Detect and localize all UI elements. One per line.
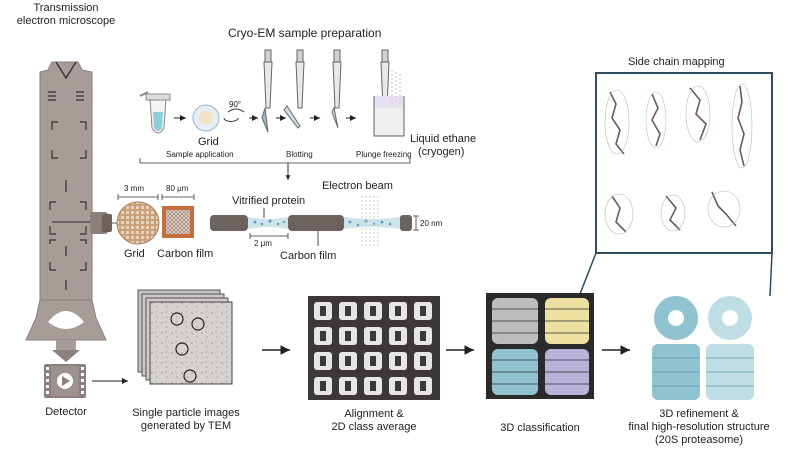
electron-beam [361, 196, 379, 246]
liquid-ethane-line2: (cryogen) [418, 146, 465, 158]
side-chain-title: Side chain mapping [628, 56, 725, 68]
grid-mesh [116, 201, 160, 245]
side-chain-box [579, 72, 773, 297]
step-blotting: Blotting [286, 150, 313, 159]
3d-classes [486, 293, 594, 399]
thickness-20nm: 20 nm [420, 219, 443, 228]
size-grid: 3 mm [124, 184, 144, 193]
prep-title: Cryo-EM sample preparation [228, 26, 382, 40]
step-sample-application: Sample application [166, 150, 234, 159]
particle-images [137, 289, 233, 385]
vitrified-label: Vitrified protein [232, 195, 306, 207]
liquid-ethane-line1: Liquid ethane [410, 133, 477, 145]
grid-disc [192, 104, 220, 132]
classification-label: 3D classification [500, 422, 580, 434]
step-plunge-freezing: Plunge freezing [356, 150, 412, 159]
tem-title-line1: Transmission [33, 2, 99, 14]
carbon-film-label: Carbon film [157, 248, 214, 260]
scale-2um: 2 μm [254, 239, 272, 248]
beam-label: Electron beam [322, 180, 393, 192]
align-line1: Alignment & [344, 408, 404, 420]
film-cross-section [210, 215, 412, 231]
refine-line1: 3D refinement & [659, 408, 739, 420]
refine-line2: final high-resolution structure [628, 421, 770, 433]
refine-line3: (20S proteasome) [654, 434, 744, 446]
detector-label: Detector [45, 406, 87, 418]
detector-icon [44, 364, 86, 398]
particles-line1: Single particle images [132, 407, 240, 419]
class-average-grid [308, 296, 440, 400]
align-line2: 2D class average [331, 421, 417, 433]
particles-line2: generated by TEM [140, 420, 232, 432]
tem-title-line2: electron microscope [16, 15, 116, 27]
size-film: 80 μm [166, 184, 189, 193]
grid-label: Grid [124, 248, 145, 260]
proteasome-structure [652, 296, 754, 400]
microscope [25, 61, 112, 362]
sample-tube [139, 91, 171, 134]
prep-angle: 90° [229, 100, 242, 109]
prep-grid-label: Grid [198, 136, 219, 148]
carbon-film-label-2: Carbon film [280, 250, 337, 262]
forceps-steps [261, 49, 405, 137]
